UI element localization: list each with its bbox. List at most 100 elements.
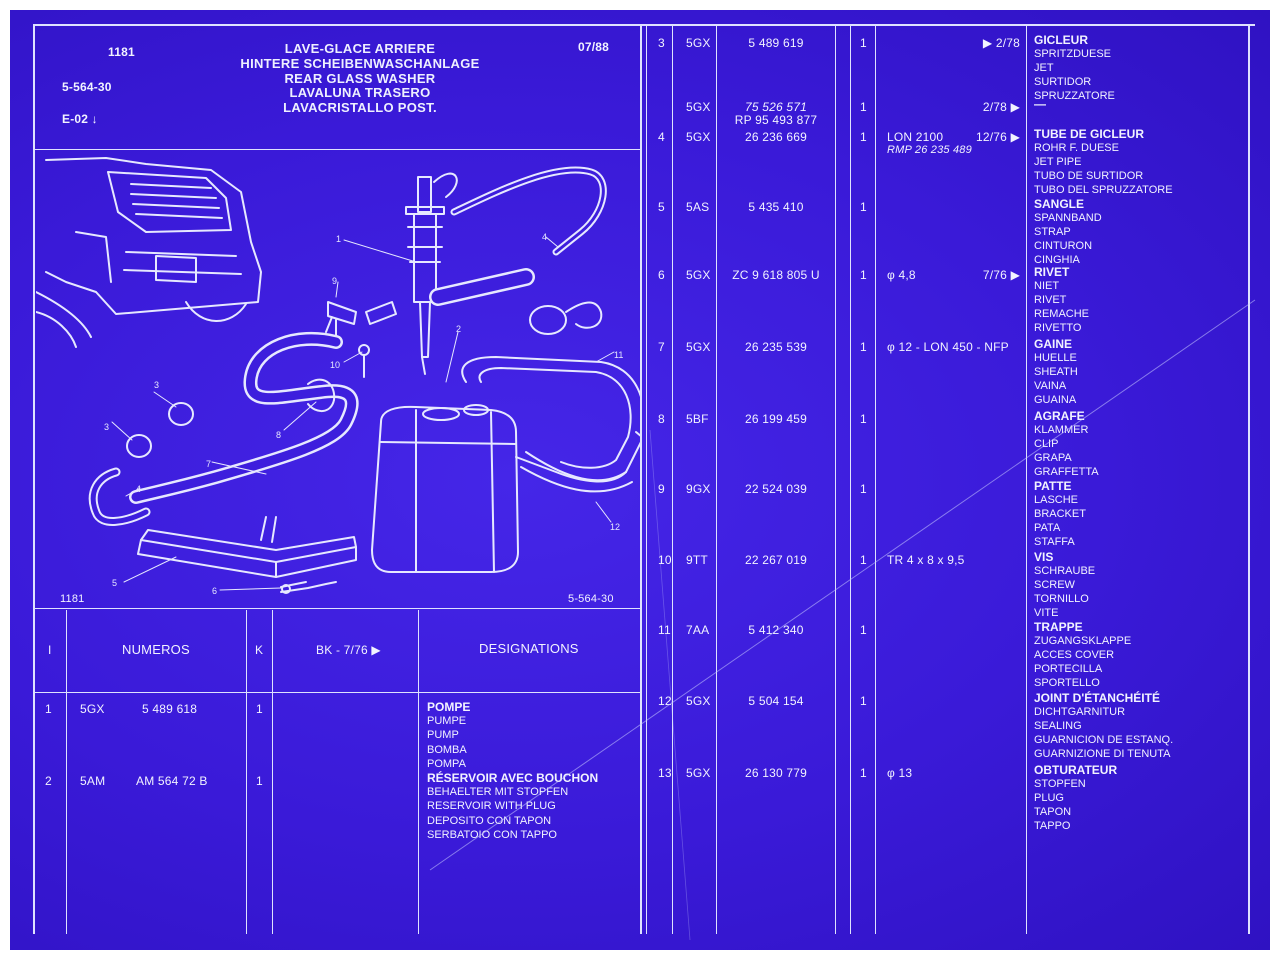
designation-line: ROHR F. DUESE (1034, 141, 1119, 154)
section-code: E-02 ↓ (62, 112, 98, 126)
designation-line: LASCHE (1034, 493, 1079, 506)
row-qty: 1 (860, 482, 867, 496)
callout-7: 7 (206, 459, 211, 469)
row-part-number: 26 236 669 (744, 130, 808, 144)
col-line (1026, 24, 1027, 934)
row-part-number: 5 489 619 (748, 36, 804, 50)
designation-line: TAPPO (1034, 819, 1071, 832)
designation-line: GRAPA (1034, 451, 1072, 464)
header-titles: LAVE-GLACE ARRIERE HINTERE SCHEIBENWASCH… (220, 41, 500, 116)
row-index: 7 (658, 340, 665, 354)
row-part-number: 26 199 459 (744, 412, 808, 426)
designation-line: GAINE (1034, 337, 1073, 351)
designation-line: SANGLE (1034, 197, 1085, 211)
designation-line: TRAPPE (1034, 620, 1083, 634)
col-line (246, 610, 247, 934)
col-header-numbers: NUMEROS (122, 642, 190, 657)
row-part-number: 5 412 340 (748, 623, 804, 637)
row-part-number: 26 130 779 (744, 766, 808, 780)
callout-10: 10 (330, 360, 340, 370)
row-part-number: 75 526 571 (744, 100, 808, 114)
row-part-number: 5 435 410 (748, 200, 804, 214)
designation-line: SPRITZDUESE (1034, 47, 1112, 60)
title-de: HINTERE SCHEIBENWASCHANLAGE (240, 55, 480, 71)
row-code: 5GX (686, 130, 711, 144)
designation-line: GUARNIZIONE DI TENUTA (1034, 747, 1171, 760)
row-index: 8 (658, 412, 665, 426)
page-split-line (646, 24, 647, 934)
parts-sheet: 1181 5-564-30 E-02 ↓ 07/88 LAVE-GLACE AR… (10, 10, 1270, 950)
designation-line: VAINA (1034, 379, 1067, 392)
designation-line: TUBE DE GICLEUR (1034, 127, 1145, 141)
col-line (716, 24, 717, 934)
designation-line: RIVET (1034, 265, 1070, 279)
row-part-number: 5 504 154 (748, 694, 804, 708)
row-part-number: 5 489 618 (142, 702, 198, 716)
row-code: 5GX (80, 702, 105, 716)
designation-line: SPANNBAND (1034, 211, 1102, 224)
jet-hose (450, 166, 607, 256)
row-code: 5AS (686, 200, 710, 214)
designation-line: GRAFFETTA (1034, 465, 1099, 478)
designation-line: SCREW (1034, 578, 1075, 591)
row-qty: 1 (860, 623, 867, 637)
col-line (875, 24, 876, 934)
row-date: ▶ 2/78 (982, 36, 1020, 50)
row-qty: 1 (860, 200, 867, 214)
col-header-date: BK - 7/76 ▶ (316, 643, 381, 657)
row-qty: 1 (256, 774, 263, 788)
row-code: 9GX (686, 482, 711, 496)
designation-line: CINTURON (1034, 239, 1093, 252)
outer-border-top (33, 24, 1255, 26)
row-part-number-alt: RP 95 493 877 (734, 113, 818, 127)
designation-line: GUARNICION DE ESTANQ. (1034, 733, 1174, 746)
designation-line: STAFFA (1034, 535, 1075, 548)
row-date: 2/78 ▶ (982, 100, 1020, 114)
callout-12: 12 (610, 522, 620, 532)
table-header-divider (35, 692, 641, 693)
callout-2: 2 (456, 324, 461, 334)
row-code: 7AA (686, 623, 710, 637)
designation-line: JET PIPE (1034, 155, 1082, 168)
clip (307, 378, 336, 412)
row-code: 5BF (686, 412, 709, 426)
designation-line: PLUG (1034, 791, 1064, 804)
row-code: 5AM (80, 774, 106, 788)
designation-line: GUAINA (1034, 393, 1077, 406)
designation-line: SPORTELLO (1034, 676, 1100, 689)
header-divider (35, 149, 641, 150)
bracket (137, 516, 357, 578)
row-designations: — (1034, 97, 1046, 112)
reservoir (371, 404, 519, 573)
exploded-diagram: 1 2 3 3 4 4 5 6 7 8 9 10 11 12 (36, 157, 640, 596)
designation-line: VITE (1034, 606, 1059, 619)
col-header-index: I (48, 643, 52, 657)
outer-border-left (33, 24, 35, 934)
designation-line: SCHRAUBE (1034, 564, 1096, 577)
row-qty: 1 (860, 100, 867, 114)
row-code: 5GX (686, 340, 711, 354)
row-code: 5GX (686, 766, 711, 780)
designation-line: SURTIDOR (1034, 75, 1092, 88)
row-qty: 1 (256, 702, 263, 716)
diagram-model-label: 1181 (60, 593, 85, 605)
row-designations: POMPE PUMPE PUMP BOMBA POMPA (427, 700, 471, 770)
outer-border-right (1248, 24, 1250, 934)
designation-line: TAPON (1034, 805, 1072, 818)
row-index: 5 (658, 200, 665, 214)
designation-line: ACCES COVER (1034, 648, 1115, 661)
row-index: 2 (45, 774, 52, 788)
row-qty: 1 (860, 694, 867, 708)
row-qty: 1 (860, 766, 867, 780)
col-header-k: K (255, 643, 264, 657)
designation-line: SPRUZZATORE (1034, 89, 1115, 102)
designation-line: AGRAFE (1034, 409, 1085, 423)
connector-fittings (325, 301, 397, 338)
designation-line: HUELLE (1034, 351, 1077, 364)
row-date: 7/76 ▶ (982, 268, 1020, 282)
